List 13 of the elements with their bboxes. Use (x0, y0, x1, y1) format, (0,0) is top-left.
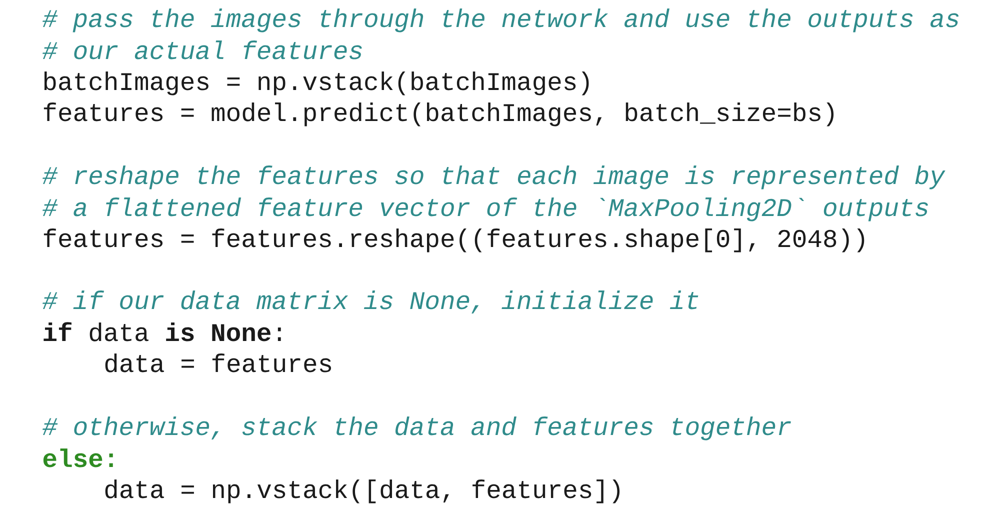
code-line: if data is None: (44, 322, 281, 342)
code-comment: # otherwise, stack the data and features together (42, 416, 791, 440)
code-comment: # our actual features (42, 40, 362, 60)
code-line: batchImages = np.vstack(batchImages) (44, 72, 589, 96)
code-comment: # a flattened feature vector of the `MaxPooling2D` outputs (42, 198, 928, 222)
code-comment: # pass the images through the network and use the outputs as (42, 8, 959, 32)
code-comment: # if our data matrix is None, initialize it (42, 290, 698, 314)
code-line: features = features.reshape((features.shape[0], 2048)) (44, 228, 864, 252)
code-line: features = model.predict(batchImages, batch_size=bs) (44, 102, 834, 126)
code-keyword: else: (43, 448, 113, 468)
code-line: data = features (105, 354, 331, 372)
code-comment: # reshape the features so that each image is represented by (42, 166, 946, 190)
code-line: data = np.vstack([data, features]) (105, 480, 620, 504)
